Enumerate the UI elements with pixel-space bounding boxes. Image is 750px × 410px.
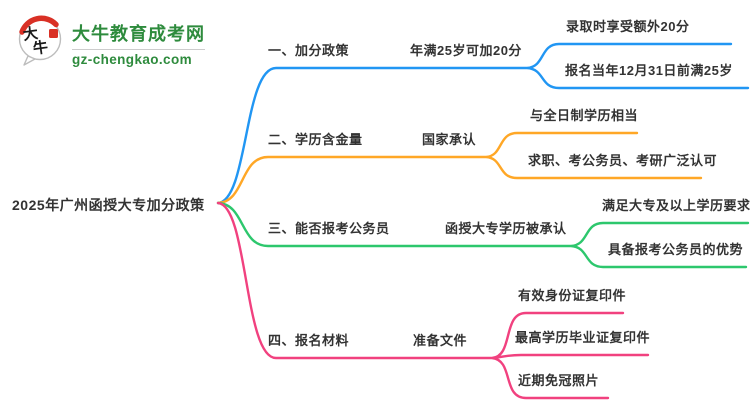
branch-1-leaf-2: 报名当年12月31日前满25岁	[565, 63, 733, 78]
branch-4-label: 四、报名材料	[268, 333, 350, 348]
svg-text:大: 大	[22, 24, 39, 44]
branch-4-leaf-1: 有效身份证复印件	[518, 288, 627, 303]
branch-3-lines	[216, 201, 750, 269]
site-logo: 大 牛 大牛教育成考网 gz-chengkao.com	[16, 14, 205, 68]
branch-4-lines	[216, 201, 650, 400]
branch-1-label: 一、加分政策	[268, 43, 350, 58]
branch-2-sublabel: 国家承认	[422, 132, 477, 147]
site-name: 大牛教育成考网	[72, 20, 205, 50]
seal-stamp-icon	[49, 29, 58, 38]
branch-2-label: 二、学历含金量	[268, 132, 363, 147]
branch-3-label: 三、能否报考公务员	[268, 221, 390, 236]
root-node-label: 2025年广州函授大专加分政策	[12, 197, 205, 213]
branch-4-leaf-2: 最高学历毕业证复印件	[515, 330, 651, 345]
branch-4-sublabel: 准备文件	[413, 333, 468, 348]
branch-2-leaf-1: 与全日制学历相当	[530, 108, 639, 123]
branch-1-lines	[216, 42, 750, 205]
branch-2-leaf-2: 求职、考公务员、考研广泛认可	[528, 153, 718, 168]
branch-3-leaf-1: 满足大专及以上学历要求	[602, 198, 750, 213]
branch-1-leaf-1: 录取时享受额外20分	[566, 19, 690, 34]
site-domain: gz-chengkao.com	[72, 52, 193, 67]
branch-1-sublabel: 年满25岁可加20分	[410, 43, 522, 58]
daniu-logo-icon: 大 牛	[18, 15, 62, 66]
branch-2-lines	[216, 131, 703, 205]
branch-3-leaf-2: 具备报考公务员的优势	[608, 242, 744, 257]
branch-4-leaf-3: 近期免冠照片	[518, 373, 600, 388]
branch-3-sublabel: 函授大专学历被承认	[445, 221, 567, 236]
svg-text:牛: 牛	[32, 38, 49, 58]
